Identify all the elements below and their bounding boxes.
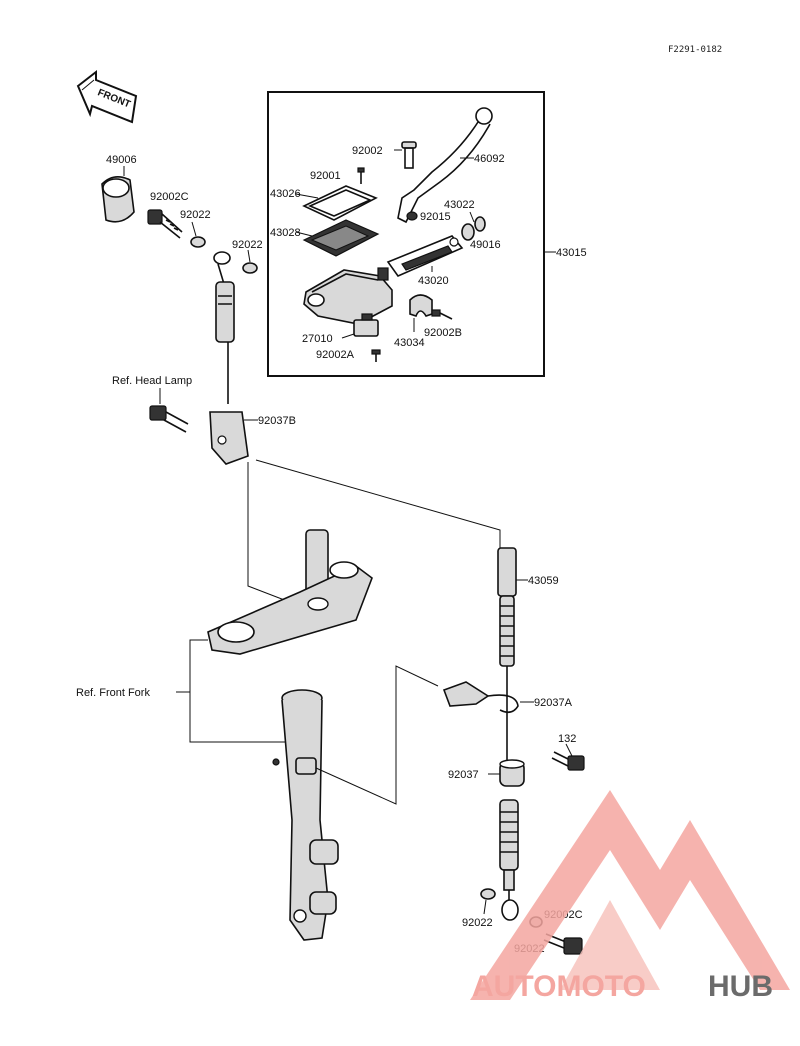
part-92001-screw	[357, 167, 365, 184]
label-43020: 43020	[418, 275, 449, 287]
part-92037A-clamp	[442, 681, 519, 714]
part-92002B-bolt	[431, 309, 453, 320]
label-49006: 49006	[106, 154, 137, 166]
part-92037-grommet	[499, 759, 525, 787]
label-43059: 43059	[528, 575, 559, 587]
label-92037: 92037	[448, 769, 479, 781]
part-92002C-bolt	[147, 209, 183, 239]
part-92037B-bracket	[209, 411, 249, 465]
part-92015-nut	[406, 211, 418, 221]
label-92002A: 92002A	[316, 349, 355, 361]
brake-hose-upper	[213, 251, 235, 404]
part-49016-boot	[461, 216, 486, 241]
part-49006-cover	[101, 176, 135, 223]
label-27010: 27010	[302, 333, 333, 345]
label-43034: 43034	[394, 337, 425, 349]
part-92022-washer-a	[190, 236, 206, 248]
label-92002: 92002	[352, 145, 383, 157]
label-43015: 43015	[556, 247, 587, 259]
part-27010-switch	[353, 313, 379, 337]
brake-hose-lower	[499, 799, 519, 921]
front-fork-tube	[272, 689, 339, 941]
label-92002C-a: 92002C	[150, 191, 189, 203]
part-master-cylinder-body	[303, 267, 393, 325]
label-43028: 43028	[270, 227, 301, 239]
label-92015: 92015	[420, 211, 451, 223]
part-92002A-screw	[371, 349, 381, 362]
label-43026: 43026	[270, 188, 301, 200]
label-92037A: 92037A	[534, 697, 573, 709]
part-46092-lever	[397, 107, 493, 224]
label-92022-c: 92022	[462, 917, 493, 929]
label-92022-a: 92022	[180, 209, 211, 221]
part-92022-washer-b	[242, 262, 258, 274]
watermark-text-primary: AUTOMOTO	[472, 970, 646, 1003]
head-lamp-bolt-icon	[149, 405, 189, 433]
label-49016: 49016	[470, 239, 501, 251]
part-43028-diaphragm	[302, 219, 380, 257]
part-43026-cap	[302, 185, 378, 221]
label-92001: 92001	[310, 170, 341, 182]
part-43059-brake-hose	[497, 547, 517, 760]
watermark-text-secondary: HUB	[708, 970, 773, 1003]
steering-stem	[207, 529, 373, 655]
part-43020-piston-kit	[386, 235, 464, 277]
front-arrow-icon	[76, 69, 138, 124]
label-ref-head-lamp: Ref. Head Lamp	[112, 375, 192, 387]
part-43034-clamp	[409, 294, 433, 317]
routing-lines	[247, 459, 501, 607]
part-92022-washer-c	[480, 888, 496, 900]
label-92037B: 92037B	[258, 415, 296, 427]
label-92002B: 92002B	[424, 327, 462, 339]
label-ref-front-fork: Ref. Front Fork	[76, 687, 150, 699]
part-132-bolt	[551, 751, 585, 771]
diagram-code: F2291-0182	[668, 45, 722, 55]
assembly-box-43015	[267, 91, 545, 377]
label-132: 132	[558, 733, 576, 745]
label-92022-b: 92022	[232, 239, 263, 251]
label-46092: 46092	[474, 153, 505, 165]
watermark-logo	[470, 790, 790, 1000]
part-92002-pivot-bolt	[401, 141, 417, 169]
label-43022: 43022	[444, 199, 475, 211]
